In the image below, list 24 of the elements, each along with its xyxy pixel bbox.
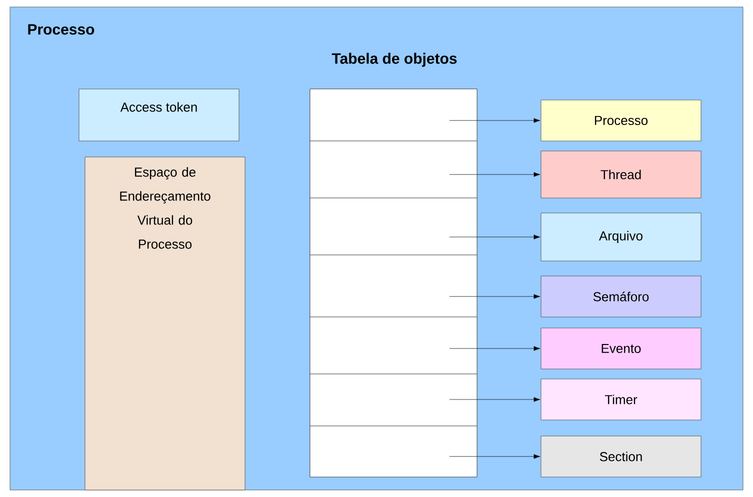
- arrow: [449, 294, 540, 299]
- arrow: [449, 172, 540, 177]
- object-box: Section: [540, 436, 702, 478]
- arrow: [449, 234, 540, 240]
- arrow: [449, 346, 540, 351]
- object-box: Semáforo: [540, 276, 702, 318]
- table-cell: [310, 374, 478, 426]
- arrow: [449, 118, 540, 123]
- table-cell: [310, 198, 478, 256]
- table-cell: [310, 88, 478, 142]
- arrow: [449, 397, 540, 402]
- table-cell: [310, 140, 478, 198]
- table-cell: [310, 426, 478, 478]
- object-box: Processo: [540, 100, 702, 142]
- node-label: Tabela de objetos: [332, 52, 457, 67]
- object-box: Arquivo: [540, 212, 702, 262]
- process-box: Espaço de Endereçamento Virtual do Processo: [84, 156, 246, 490]
- table-cell: [310, 254, 478, 318]
- table-cell: [310, 316, 478, 374]
- object-box: Timer: [540, 378, 702, 420]
- arrow: [449, 454, 540, 459]
- process-box: Access token: [78, 88, 240, 142]
- object-box: Evento: [540, 328, 702, 370]
- object-box: Thread: [540, 150, 702, 198]
